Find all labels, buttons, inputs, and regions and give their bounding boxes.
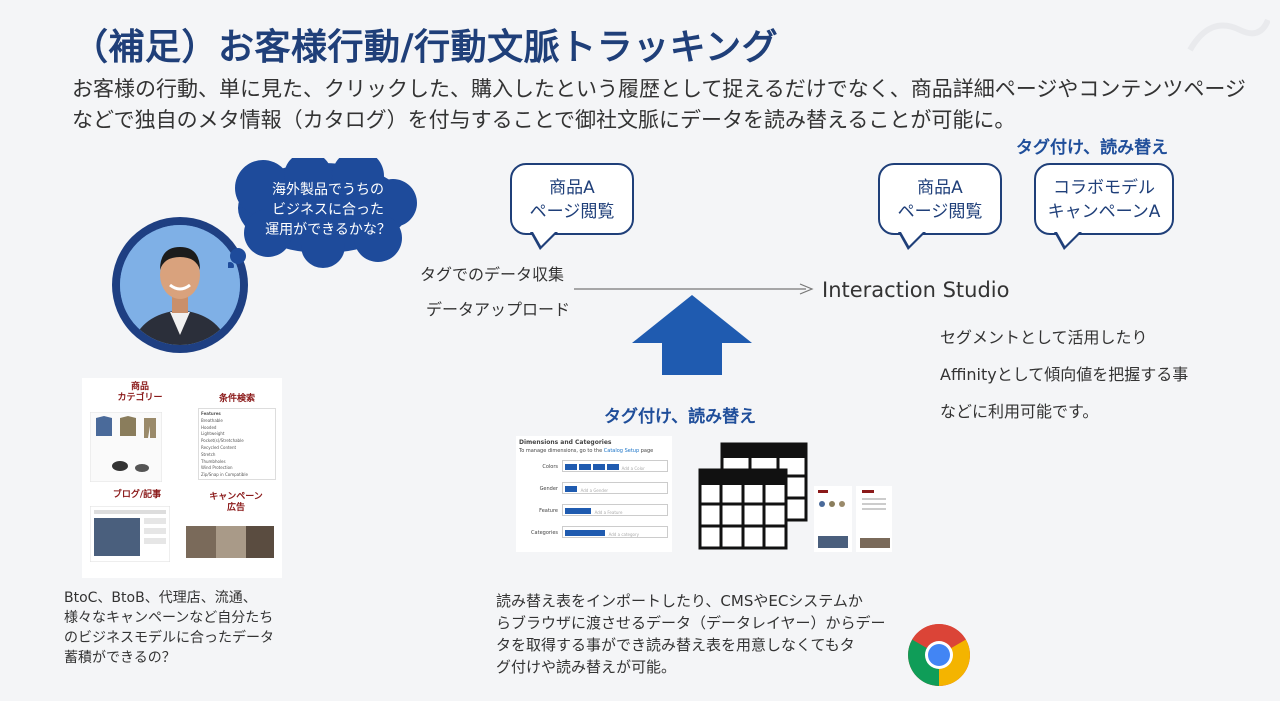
filter-item[interactable]: Breathable bbox=[201, 417, 223, 423]
dims-subtitle-end: page bbox=[640, 448, 654, 454]
center-bubble-line-1: 商品A bbox=[549, 178, 595, 198]
right-bubble1-line-2: ページ閲覧 bbox=[897, 202, 983, 222]
mini-screenshots bbox=[812, 476, 894, 556]
tag-label-top-right: タグ付け、読み替え bbox=[1016, 138, 1169, 158]
dims-rows: Colors Add a Color Gender Add a Gender F… bbox=[524, 460, 668, 548]
dimensions-panel: Dimensions and Categories To manage dime… bbox=[516, 436, 672, 552]
cat-product: 商品 カテゴリー bbox=[110, 382, 170, 404]
filter-item[interactable]: Zip/Snap in Compatible bbox=[201, 472, 248, 478]
campaign-thumb bbox=[186, 526, 274, 558]
center-bubble-line-2: ページ閲覧 bbox=[529, 202, 615, 222]
filter-item[interactable]: Recycled Content bbox=[201, 444, 237, 450]
thought-bubble: 海外製品でうちの ビジネスに合った 運用ができるかな？ bbox=[228, 158, 418, 268]
left-caption-line-3: のビジネスモデルに合ったデータ bbox=[64, 630, 274, 646]
dims-row-placeholder: Add a Gender bbox=[580, 488, 609, 493]
usage-line-3: などに利用可能です。 bbox=[940, 402, 1099, 421]
dims-row-input[interactable]: Add a category bbox=[562, 526, 668, 538]
right-bubble2-line-2: キャンペーンA bbox=[1047, 202, 1161, 222]
filter-item[interactable]: Thumbholes bbox=[201, 458, 226, 464]
bottom-caption-line-2: らブラウザに渡させるデータ（データレイヤー）からデー bbox=[496, 614, 886, 632]
dims-row-label: Categories bbox=[531, 530, 558, 536]
thought-line-2: ビジネスに合った bbox=[272, 202, 384, 218]
up-arrow-icon bbox=[632, 295, 752, 375]
product-thumbs bbox=[89, 411, 163, 483]
blog-thumb bbox=[89, 505, 171, 563]
cat-campaign-line-2: 広告 bbox=[226, 503, 245, 513]
dims-row-placeholder: Add a category bbox=[608, 532, 640, 537]
usage-line-2: Affinityとして傾向値を把握する事 bbox=[940, 365, 1189, 384]
dims-catalog-link[interactable]: Catalog Setup bbox=[603, 448, 640, 454]
bottom-caption-line-1: 読み替え表をインポートしたり、CMSやECシステムか bbox=[496, 592, 863, 610]
center-speech-bubble: 商品A ページ閲覧 bbox=[510, 163, 634, 250]
destination-label: Interaction Studio bbox=[822, 278, 1010, 302]
filter-item[interactable]: Wind Protection bbox=[201, 465, 233, 471]
filter-item[interactable]: Pocket(s)/Stretchable bbox=[201, 438, 244, 444]
collect-label: タグでのデータ収集 bbox=[420, 265, 565, 284]
cat-blog: ブログ/記事 bbox=[112, 490, 162, 500]
left-caption-line-4: 蓄積ができるの？ bbox=[64, 650, 176, 666]
right-bubble1-line-1: 商品A bbox=[917, 178, 963, 198]
dims-row-label: Feature bbox=[539, 508, 558, 514]
corner-decoration bbox=[1180, 10, 1271, 65]
filter-item[interactable]: Hooded bbox=[201, 424, 217, 430]
filter-list: Features Breathable Hooded Lightweight P… bbox=[198, 408, 276, 480]
cat-search: 条件検索 bbox=[218, 394, 255, 404]
spreadsheet-icon bbox=[696, 442, 808, 550]
filter-title: Features bbox=[201, 411, 221, 416]
bottom-caption-line-4: グ付けや読み替えが可能。 bbox=[496, 658, 677, 676]
dims-row-label: Gender bbox=[539, 486, 558, 492]
avatar bbox=[110, 215, 250, 355]
right-bubble2-line-1: コラボモデル bbox=[1053, 178, 1155, 198]
right-speech-bubble-1: 商品A ページ閲覧 bbox=[878, 163, 1002, 250]
dims-row-placeholder: Add a Feature bbox=[594, 510, 623, 515]
cat-campaign-line-1: キャンペーン bbox=[209, 492, 263, 502]
thought-line-3: 運用ができるかな？ bbox=[265, 222, 391, 238]
cat-product-line-1: 商品 bbox=[130, 382, 149, 392]
chrome-icon bbox=[906, 622, 972, 688]
left-caption: BtoC、BtoB、代理店、流通、 様々なキャンペーンなど自分たち のビジネスモ… bbox=[64, 588, 294, 668]
flow-arrow bbox=[574, 280, 814, 295]
dims-subtitle-text: To manage dimensions, go to the bbox=[519, 448, 603, 454]
cat-product-line-2: カテゴリー bbox=[117, 393, 163, 403]
thought-line-1: 海外製品でうちの bbox=[272, 182, 384, 198]
cat-campaign: キャンペーン 広告 bbox=[196, 492, 276, 514]
left-caption-line-1: BtoC、BtoB、代理店、流通、 bbox=[64, 590, 257, 606]
upload-label: データアップロード bbox=[426, 300, 571, 319]
dims-row: Colors Add a Color bbox=[524, 460, 668, 482]
filter-item[interactable]: Stretch bbox=[201, 451, 216, 457]
dims-subtitle: To manage dimensions, go to the Catalog … bbox=[519, 448, 669, 454]
intro-text: お客様の行動、単に見た、クリックした、購入したという履歴として捉えるだけでなく、… bbox=[72, 77, 1246, 132]
dims-row-input[interactable]: Add a Color bbox=[562, 460, 668, 472]
right-speech-bubble-2: コラボモデル キャンペーンA bbox=[1034, 163, 1174, 250]
dims-row-input[interactable]: Add a Gender bbox=[562, 482, 668, 494]
dims-row-input[interactable]: Add a Feature bbox=[562, 504, 668, 516]
filter-item[interactable]: Lightweight bbox=[201, 431, 225, 437]
dims-row-label: Colors bbox=[542, 464, 558, 470]
dims-row-placeholder: Add a Color bbox=[621, 466, 645, 471]
dims-row: Feature Add a Feature bbox=[524, 504, 668, 526]
tag-label-center: タグ付け、読み替え bbox=[604, 407, 757, 427]
page-title: （補足）お客様行動/行動文脈トラッキング bbox=[72, 27, 779, 68]
dims-row: Gender Add a Gender bbox=[524, 482, 668, 504]
bottom-caption-line-3: タを取得する事ができ読み替え表を用意しなくてもタ bbox=[496, 636, 855, 654]
usage-line-1: セグメントとして活用したり bbox=[940, 328, 1148, 347]
left-caption-line-2: 様々なキャンペーンなど自分たち bbox=[64, 610, 274, 626]
dims-row: Categories Add a category bbox=[524, 526, 668, 548]
bottom-caption: 読み替え表をインポートしたり、CMSやECシステムか らブラウザに渡させるデータ… bbox=[496, 590, 916, 678]
dims-title: Dimensions and Categories bbox=[519, 439, 612, 446]
category-panel: 商品 カテゴリー 条件検索 Features Breathable Hooded… bbox=[82, 378, 282, 578]
